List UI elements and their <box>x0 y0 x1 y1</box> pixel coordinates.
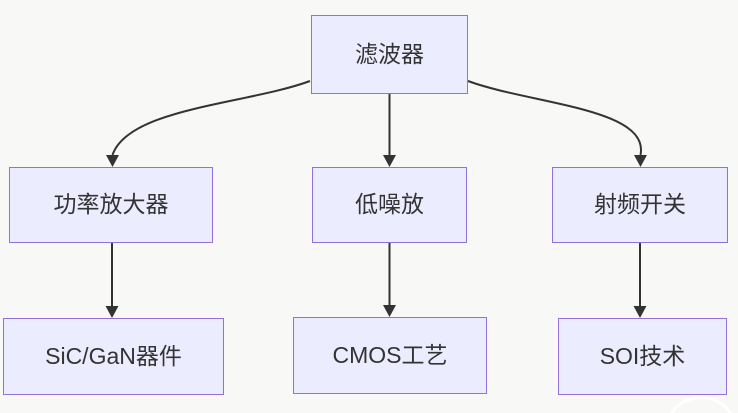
node-lna-label: 低噪放 <box>355 191 424 218</box>
node-cmos-label: CMOS工艺 <box>332 341 448 368</box>
node-sic-gan: SiC/GaN器件 <box>3 318 224 395</box>
node-power-amplifier: 功率放大器 <box>9 167 213 243</box>
arrowhead-icon <box>634 155 647 167</box>
node-cmos: CMOS工艺 <box>293 317 487 394</box>
node-filter-label: 滤波器 <box>355 40 424 67</box>
node-lna: 低噪放 <box>312 167 467 243</box>
edge-filter-to-power-amplifier <box>111 80 311 156</box>
arrowhead-icon <box>383 305 396 317</box>
node-rf-switch-label: 射频开关 <box>594 191 686 218</box>
arrowhead-icon <box>633 306 647 318</box>
arrowhead-icon <box>106 155 119 167</box>
node-soi-label: SOI技术 <box>599 342 686 369</box>
node-sic-gan-label: SiC/GaN器件 <box>45 342 182 369</box>
node-filter: 滤波器 <box>311 15 468 94</box>
arrowhead-icon <box>105 306 119 318</box>
node-soi: SOI技术 <box>558 318 727 395</box>
arrowhead-icon <box>383 155 396 167</box>
node-power-amplifier-label: 功率放大器 <box>53 191 169 218</box>
edge-filter-to-rf-switch <box>467 80 642 156</box>
node-rf-switch: 射频开关 <box>552 167 728 243</box>
